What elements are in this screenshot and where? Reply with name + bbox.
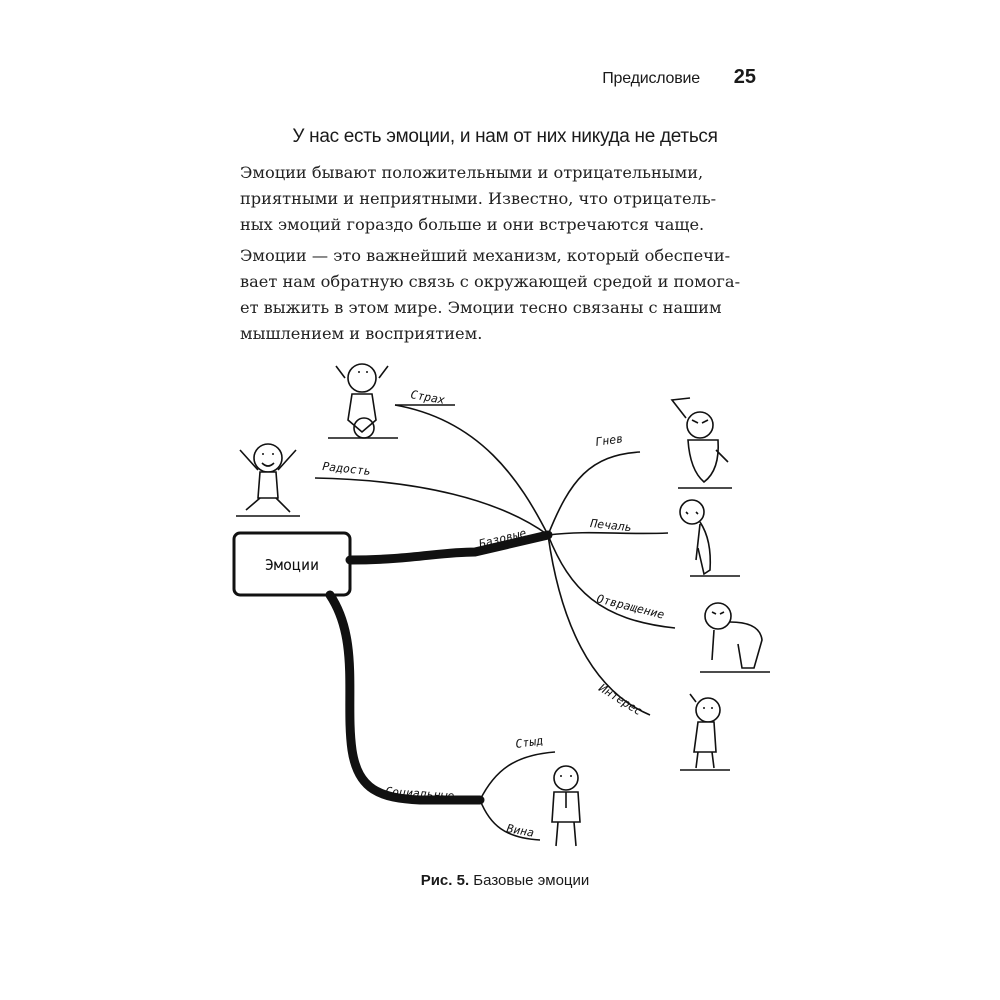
node-interest: Интерес <box>596 680 645 718</box>
link-interest <box>547 534 651 716</box>
node-fear: Страх <box>409 387 446 407</box>
caption-text: Базовые эмоции <box>473 872 590 889</box>
root-label: Эмоции <box>265 556 319 574</box>
shame-figure-icon <box>551 765 581 847</box>
caption-label: Рис. 5. <box>420 872 470 889</box>
node-shame: Стыд <box>514 733 543 751</box>
link-anger <box>547 451 641 536</box>
interest-figure-icon <box>680 693 730 771</box>
paragraph-line: ет выжить в этом мире. Эмоции тесно связ… <box>240 298 722 317</box>
branch-line-social <box>325 590 485 805</box>
paragraph-line: приятными и неприятными. Известно, что о… <box>240 189 717 208</box>
paragraph-1: Эмоции бывают положительными и отрицател… <box>240 160 770 238</box>
link-shame <box>479 751 556 801</box>
running-head: Предисловие <box>602 70 700 87</box>
paragraph-2: Эмоции — это важнейший механизм, который… <box>240 243 770 347</box>
paragraph-line: Эмоции бывают положительными и отрицател… <box>240 163 704 182</box>
sadness-figure-icon <box>679 499 740 577</box>
node-sadness: Печаль <box>589 516 633 534</box>
link-sadness <box>547 531 669 536</box>
figure-caption: Рис. 5. Базовые эмоции <box>240 872 770 889</box>
section-heading: У нас есть эмоции, и нам от них никуда н… <box>292 126 718 147</box>
branch-line-basic-thin <box>474 534 549 553</box>
link-guilt <box>479 799 541 841</box>
link-joy <box>314 477 549 536</box>
joy-figure-icon <box>236 443 300 517</box>
node-guilt: Вина <box>505 821 535 840</box>
paragraph-line: ных эмоций гораздо больше и они встречаю… <box>240 215 705 234</box>
node-anger: Гнев <box>594 431 623 449</box>
paragraph-line: Эмоции — это важнейший механизм, который… <box>240 246 731 265</box>
anger-figure-icon <box>670 397 732 489</box>
link-fear <box>394 404 549 536</box>
page-number: 25 <box>733 66 756 88</box>
page-header: Предисловие 25 <box>560 66 760 94</box>
branch-label-social: Социальные <box>385 784 455 803</box>
node-joy: Радость <box>322 459 372 478</box>
fear-figure-icon <box>328 363 398 439</box>
disgust-figure-icon <box>700 602 770 673</box>
node-disgust: Отвращение <box>595 591 666 621</box>
link-disgust <box>547 534 676 629</box>
branch-line-basic <box>345 530 553 565</box>
paragraph-line: мышлением и восприятием. <box>240 324 483 343</box>
paragraph-line: вает нам обратную связь с окружающей сре… <box>240 272 741 291</box>
